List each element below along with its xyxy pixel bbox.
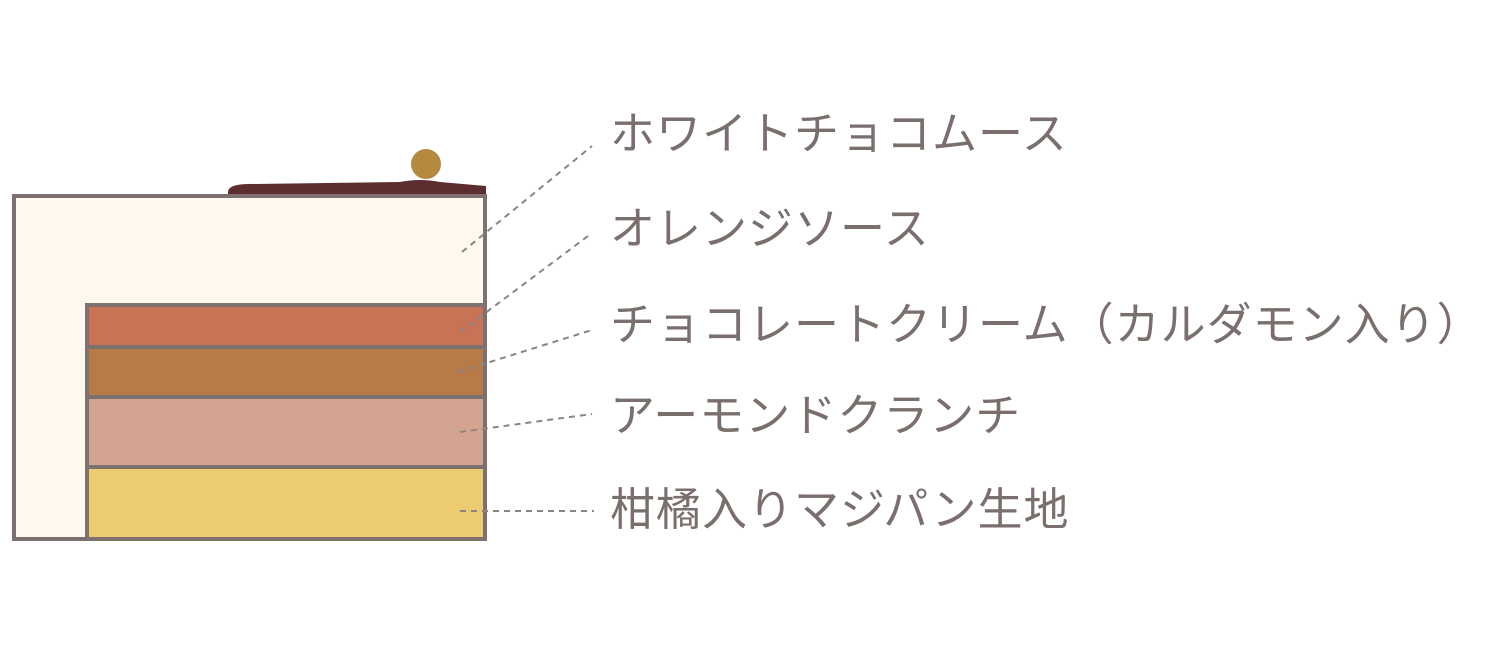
label-marzipan-base: 柑橘入りマジパン生地	[610, 483, 1070, 536]
layer-almond-crunch	[85, 395, 487, 469]
decoration-ball	[411, 149, 441, 179]
layer-marzipan-base	[85, 465, 487, 541]
leader-line-mousse	[461, 145, 593, 253]
leader-line-cream	[457, 329, 593, 373]
label-almond-crunch: アーモンドクランチ	[610, 389, 1022, 442]
label-orange-sauce: オレンジソース	[610, 202, 930, 255]
chocolate-plate-topping	[228, 180, 486, 194]
leader-line-crunch	[459, 413, 593, 433]
label-chocolate-cream: チョコレートクリーム（カルダモン入り）	[610, 298, 1483, 351]
leader-line-sauce	[459, 232, 593, 333]
label-white-chocolate-mousse: ホワイトチョコムース	[610, 107, 1068, 160]
layer-orange-sauce	[85, 303, 487, 349]
layer-chocolate-cream	[85, 345, 487, 399]
